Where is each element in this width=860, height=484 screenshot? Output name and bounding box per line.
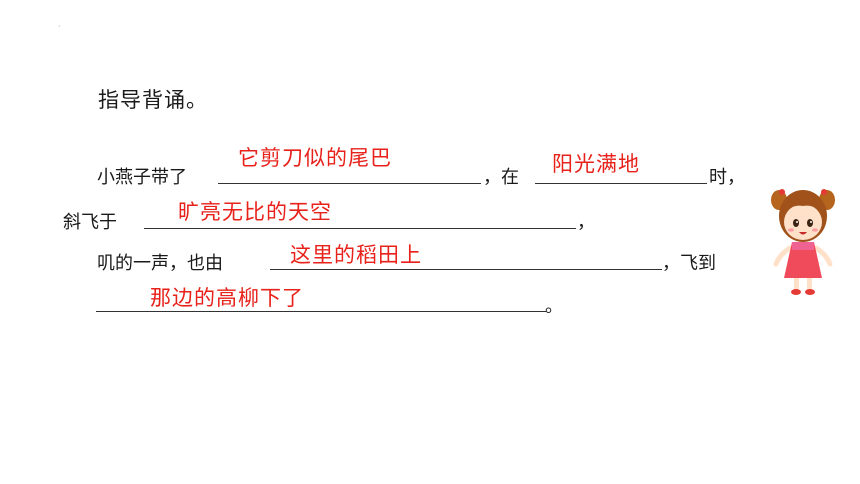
line4-suffix: 。 — [545, 296, 563, 317]
line1-answer2: 阳光满地 — [552, 152, 640, 176]
line2-suffix: ， — [577, 212, 595, 233]
line1-suffix: 时， — [709, 167, 745, 188]
cartoon-girl-icon — [771, 189, 835, 295]
line3-suffix: ，飞到 — [662, 253, 716, 274]
line4-blank — [96, 311, 546, 312]
line4-answer: 那边的高柳下了 — [150, 286, 304, 310]
line1-answer1: 它剪刀似的尾巴 — [238, 146, 392, 170]
line1-prefix: 小燕子带了 — [97, 167, 187, 188]
line3-blank — [270, 269, 662, 270]
line2-prefix: 斜飞于 — [63, 212, 117, 233]
line2-blank — [144, 228, 576, 229]
line1-mid: ，在 — [483, 167, 519, 188]
decorative-dot: · — [58, 22, 61, 31]
line3-answer: 这里的稻田上 — [290, 243, 422, 267]
section-heading: 指导背诵。 — [98, 88, 208, 112]
line2-answer: 旷亮无比的天空 — [178, 200, 332, 224]
line1-blank1 — [218, 183, 481, 184]
line3-prefix: 叽的一声，也由 — [97, 253, 223, 274]
line1-blank2 — [535, 183, 707, 184]
